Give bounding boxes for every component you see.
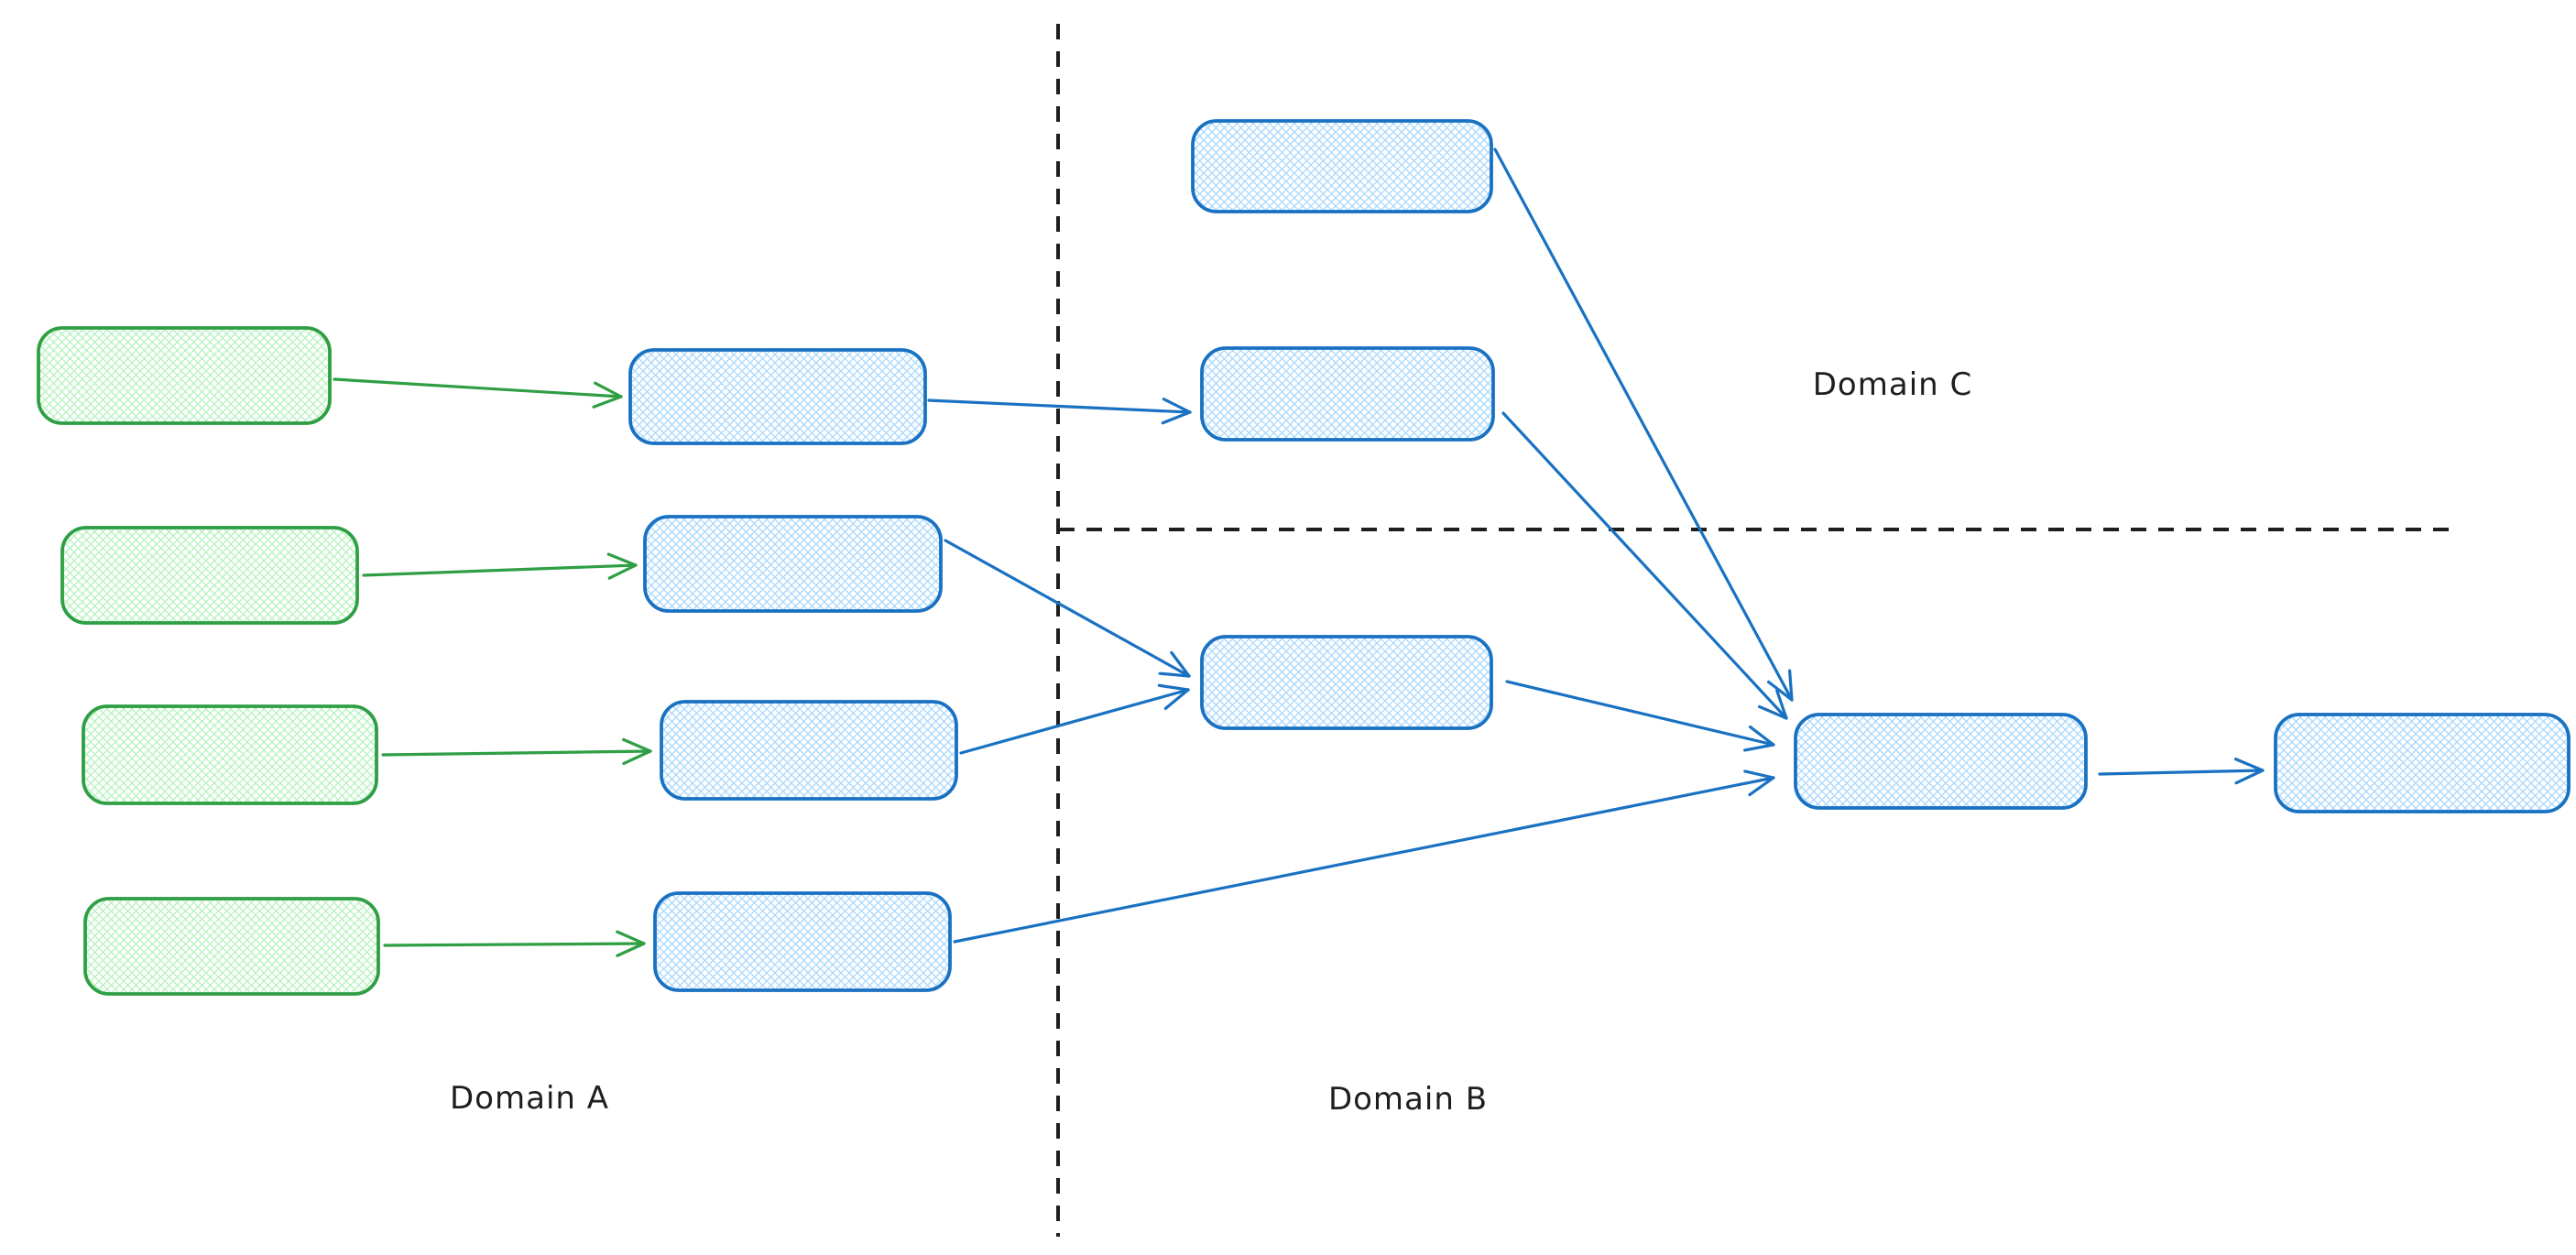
domain-b-label[interactable]: Domain B [1328,1081,1488,1118]
arrow-a1-to-c2[interactable] [927,398,1192,425]
blue-box-domain-c-1[interactable] [1191,119,1493,213]
blue-process-box-a4[interactable] [653,891,952,992]
blue-box-domain-b[interactable] [1200,635,1493,730]
domain-c-label[interactable]: Domain C [1813,366,1972,403]
green-input-box-4[interactable] [83,897,380,996]
arrow-b1-to-hub[interactable] [1505,680,1775,752]
arrow-c1-to-hub[interactable] [1493,147,1794,702]
blue-process-box-a3[interactable] [660,700,958,801]
green-input-box-1[interactable] [37,326,332,425]
blue-hub-box[interactable] [1794,713,2088,810]
blue-box-domain-c-2[interactable] [1200,346,1495,442]
green-input-box-3[interactable] [82,704,378,805]
domain-a-label[interactable]: Domain A [450,1080,609,1117]
arrow-g2-to-a2[interactable] [362,552,638,580]
arrow-hub-to-out[interactable] [2098,758,2265,785]
arrow-g4-to-a4[interactable] [383,930,646,957]
arrow-g3-to-a3[interactable] [381,737,652,766]
arrow-a4-to-hub[interactable] [953,769,1775,944]
blue-process-box-a1[interactable] [628,348,927,445]
blue-output-box[interactable] [2274,713,2571,813]
arrow-a2-to-b1[interactable] [944,539,1191,678]
arrow-g1-to-a1[interactable] [333,377,623,409]
blue-process-box-a2[interactable] [643,515,943,613]
arrow-c2-to-hub[interactable] [1501,411,1788,720]
green-input-box-2[interactable] [60,526,359,625]
arrow-a3-to-b1[interactable] [959,683,1190,755]
